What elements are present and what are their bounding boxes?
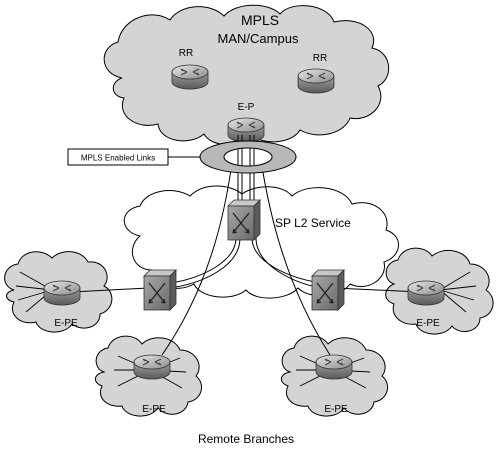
branch-fan-right: [439, 271, 477, 313]
branch-bottom-left-router-icon: [133, 354, 171, 380]
rr-left-label: RR: [179, 48, 193, 59]
rr-right-router-icon: [297, 68, 335, 94]
branch-bottom-left-label: E-PE: [142, 404, 166, 415]
ep-router-icon: [227, 117, 265, 143]
mpls-title-line1: MPLS: [241, 12, 279, 28]
central-switch-icon: [227, 199, 261, 241]
branch-links: [71, 287, 421, 293]
branch-bottom-right-label: E-PE: [324, 404, 348, 415]
mpls-cloud: [103, 4, 390, 145]
branch-right-router-icon: [407, 280, 445, 306]
branch-bottom-right-router-icon: [315, 354, 353, 380]
branch-left-router-icon: [43, 280, 81, 306]
remote-branches-caption: Remote Branches: [198, 432, 294, 446]
branch-right-label: E-PE: [416, 318, 440, 329]
branch-left-label: E-PE: [54, 318, 78, 329]
mpls-title-line2: MAN/Campus: [218, 31, 299, 46]
left-switch-icon: [143, 269, 177, 311]
links-ring-inner: [223, 147, 273, 167]
right-switch-icon: [311, 269, 345, 311]
ep-label: E-P: [238, 102, 255, 113]
sp-l2-label: SP L2 Service: [275, 216, 351, 230]
callout-box: [67, 148, 169, 166]
callout-text: MPLS Enabled Links: [81, 154, 155, 163]
rr-left-router-icon: [171, 64, 209, 90]
rr-right-label: RR: [313, 53, 327, 64]
